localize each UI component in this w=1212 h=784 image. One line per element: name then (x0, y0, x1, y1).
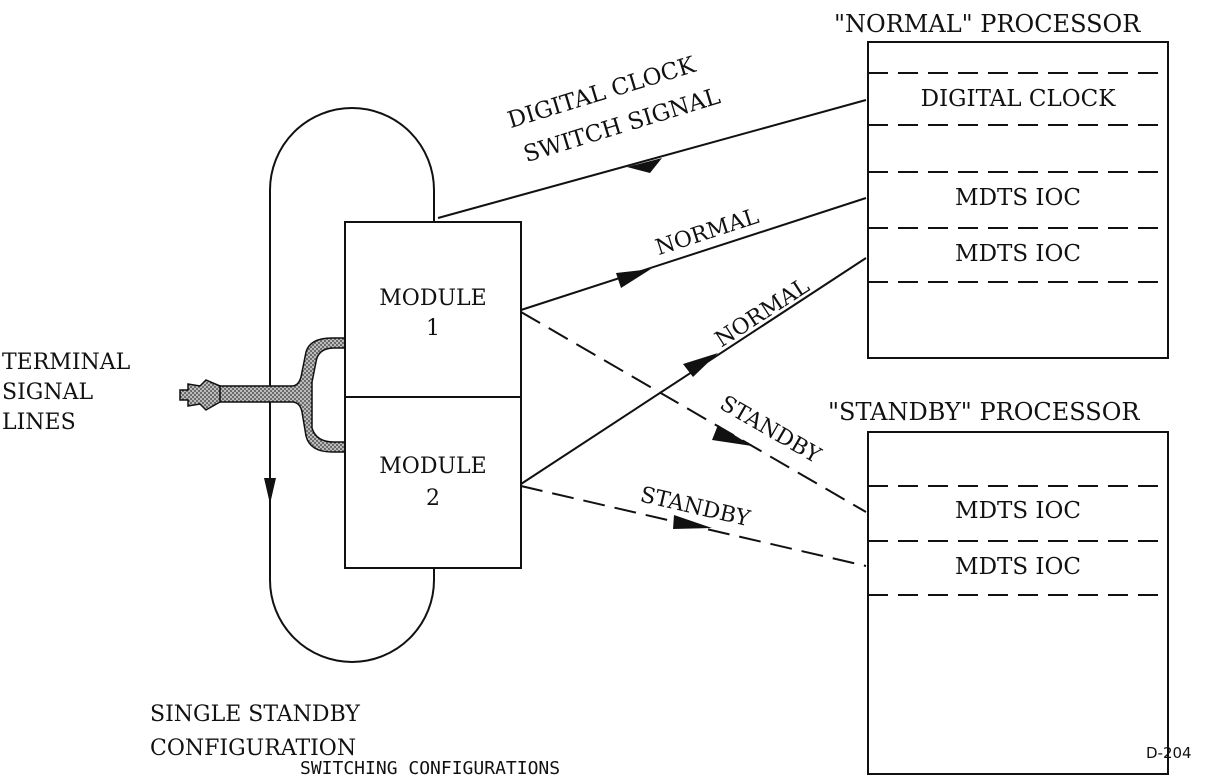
modules-box (344, 221, 522, 569)
normal-slot-mdts-ioc-2: MDTS IOC (955, 241, 1081, 267)
configuration-title-line1: SINGLE STANDBY (150, 702, 360, 727)
module-2-label: MODULE (379, 454, 487, 479)
terminal-label-line3: LINES (2, 410, 76, 435)
normal-processor-box (867, 41, 1169, 359)
normal-line-2 (520, 257, 867, 485)
standby-slot-mdts-ioc-2: MDTS IOC (955, 554, 1081, 580)
loop-arrowhead (264, 478, 276, 504)
module-1-label: MODULE (379, 286, 487, 311)
normal-line-1 (520, 197, 867, 311)
figure-code: D-204 (1146, 744, 1192, 762)
normal-slot-digital-clock: DIGITAL CLOCK (920, 86, 1116, 112)
terminal-label-line2: SIGNAL (2, 380, 94, 405)
configuration-title-line2: CONFIGURATION (150, 736, 357, 761)
switch-loop (269, 107, 435, 663)
clock-switch-line (437, 99, 867, 219)
standby-processor-title: "STANDBY" PROCESSOR (828, 398, 1140, 426)
figure-caption: SWITCHING CONFIGURATIONS (300, 758, 561, 779)
module-1-number: 1 (426, 316, 440, 341)
terminal-cable (179, 337, 346, 453)
standby-slot-mdts-ioc-1: MDTS IOC (955, 498, 1081, 524)
standby-line-2 (520, 485, 867, 567)
standby-processor-box (867, 431, 1169, 775)
normal-processor-title: "NORMAL" PROCESSOR (834, 10, 1141, 38)
standby-line-1 (520, 311, 867, 513)
terminal-label-line1: TERMINAL (2, 350, 131, 375)
normal-slot-mdts-ioc-1: MDTS IOC (955, 185, 1081, 211)
module-2-number: 2 (426, 486, 440, 511)
